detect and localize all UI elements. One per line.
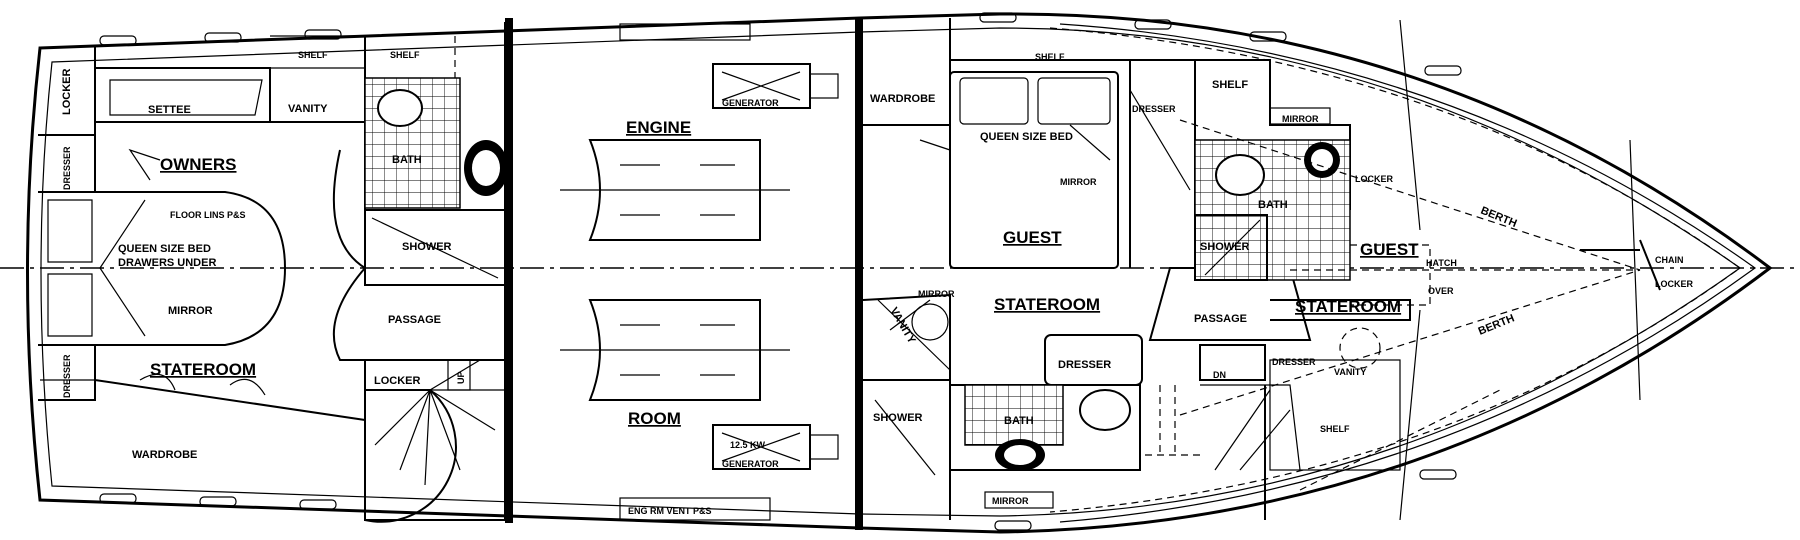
guest-stateroom-mid [862, 18, 1200, 520]
label-generator-bottom: GENERATOR [722, 459, 779, 469]
mid-stair [1148, 267, 1312, 520]
label-mirror-bottom: MIRROR [992, 496, 1029, 506]
label-stateroom-fwd: STATEROOM [1295, 297, 1401, 316]
label-shelf-2: SHELF [390, 50, 420, 60]
hull-outline [26, 12, 1773, 534]
label-wardrobe-aft: WARDROBE [132, 449, 197, 461]
label-shelf-fwd: SHELF [1212, 79, 1248, 91]
label-shower-aft: SHOWER [402, 241, 452, 253]
label-locker-fwd: LOCKER [1355, 174, 1394, 184]
label-eng-vent: ENG RM VENT P&S [628, 506, 712, 516]
label-stateroom-mid: STATEROOM [994, 295, 1100, 314]
label-mirror-vanity: MIRROR [918, 289, 955, 299]
label-shelf-fwd-low: SHELF [1320, 424, 1350, 434]
label-locker-aft: LOCKER [61, 69, 73, 116]
engine-bulkhead-aft [505, 18, 513, 523]
label-guest-mid: GUEST [1003, 228, 1062, 247]
label-hatch: HATCH [1426, 258, 1457, 268]
label-floor-lins: FLOOR LINS P&S [170, 210, 246, 220]
label-bath-mid: BATH [1004, 415, 1034, 427]
label-shelf-mid: SHELF [1035, 52, 1065, 62]
label-mirror-aft: MIRROR [168, 305, 213, 317]
label-mirror-mid: MIRROR [1060, 177, 1097, 187]
aft-bath [364, 77, 508, 286]
label-locker-stair: LOCKER [374, 375, 421, 387]
label-dresser-mid: DRESSER [1132, 104, 1176, 114]
portlights [99, 12, 1462, 531]
label-passage-aft: PASSAGE [388, 314, 441, 326]
label-shelf-1: SHELF [298, 50, 328, 60]
label-kw: 12.5 KW [730, 440, 766, 450]
guest-stateroom-fwd [1179, 19, 1661, 521]
label-engine: ENGINE [626, 118, 691, 137]
label-dresser-lower: DRESSER [1058, 359, 1111, 371]
label-mirror-fwd: MIRROR [1282, 114, 1319, 124]
label-dn: DN [1213, 370, 1226, 380]
label-wardrobe-mid: WARDROBE [870, 93, 935, 105]
label-dresser-aft-top: DRESSER [62, 146, 72, 190]
label-passage-fwd: PASSAGE [1194, 313, 1247, 325]
label-bath-aft: BATH [392, 154, 422, 166]
label-over: OVER [1428, 286, 1454, 296]
label-guest-fwd: GUEST [1360, 240, 1419, 259]
label-dresser-fwd: DRESSER [1272, 357, 1316, 367]
label-dresser-aft-bottom: DRESSER [62, 354, 72, 398]
label-shower-mid: SHOWER [873, 412, 923, 424]
label-berth-bottom: BERTH [1477, 312, 1517, 337]
label-owners: OWNERS [160, 155, 237, 174]
room-labels: OWNERS STATEROOM ENGINE ROOM GUEST STATE… [150, 118, 1419, 428]
label-room: ROOM [628, 409, 681, 428]
label-vanity-mid: VANITY [887, 306, 917, 347]
label-queen-bed-aft-1: QUEEN SIZE BED [118, 243, 211, 255]
label-queen-bed-aft-2: DRAWERS UNDER [118, 257, 216, 269]
label-settee: SETTEE [148, 104, 191, 116]
label-vanity-aft: VANITY [288, 103, 328, 115]
label-locker-bow: LOCKER [1655, 279, 1694, 289]
engine-room [560, 23, 839, 521]
label-up: UP [456, 371, 466, 384]
label-bath-fwd: BATH [1258, 199, 1288, 211]
engine-bulkhead-fwd [855, 18, 863, 530]
label-chain: CHAIN [1655, 255, 1684, 265]
label-queen-bed-mid: QUEEN SIZE BED [980, 131, 1073, 143]
label-berth-top: BERTH [1479, 205, 1519, 230]
label-shower-fwd: SHOWER [1200, 241, 1250, 253]
fixture-labels: LOCKER DRESSER DRESSER SETTEE SHELF SHEL… [61, 50, 1694, 516]
label-stateroom-aft: STATEROOM [150, 360, 256, 379]
label-vanity-fwd: VANITY [1334, 367, 1366, 377]
label-generator-top: GENERATOR [722, 98, 779, 108]
